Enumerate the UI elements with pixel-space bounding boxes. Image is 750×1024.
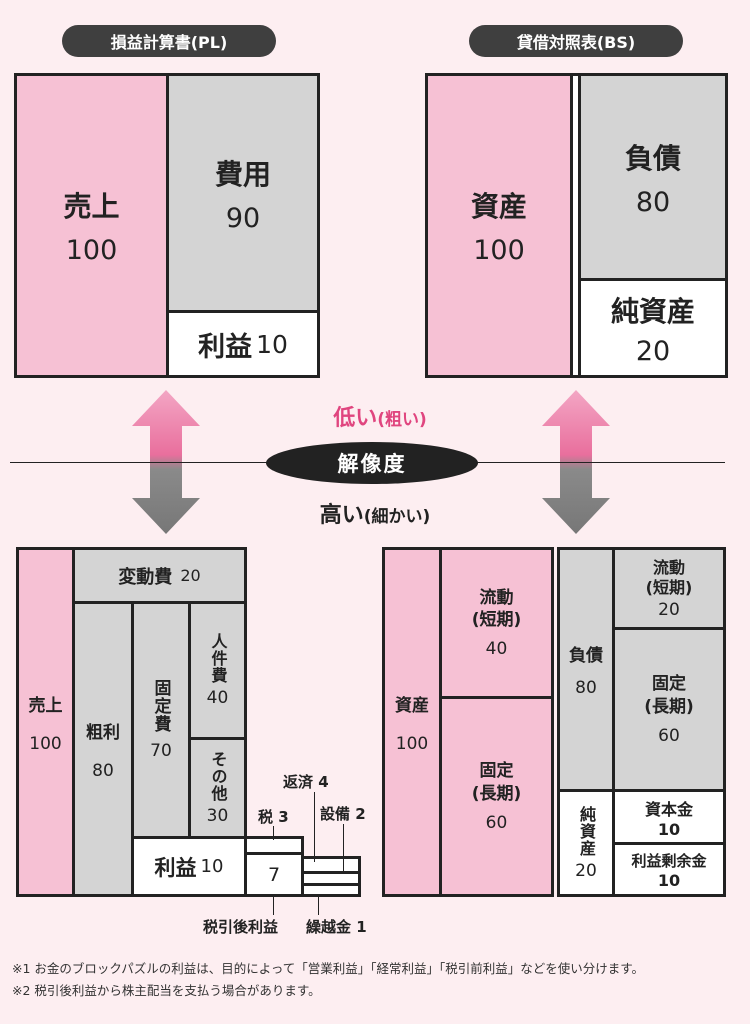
equipment-value: 2 [355,805,366,823]
top-pl-sales: 売上 100 [14,73,169,378]
bottom-bs-current-assets: 流動 (短期) 40 [439,547,554,699]
resolution-high-paren: (細かい) [363,507,431,527]
note-1: ※1 お金のブロックパズルの利益は、目的によって「営業利益」「経常利益」「税引前… [12,961,645,976]
resolution-low-paren: (粗い) [377,410,427,430]
equipment-annotation: 設備 2 [320,803,366,824]
fixed-assets-value: 60 [485,812,508,833]
bottom-pl-profit-label: 利益 [154,855,197,880]
current-liab-label: 流動 (短期) [645,557,693,597]
top-pl-profit: 利益 10 [166,310,320,378]
variable-cost-label: 変動費 [118,566,173,588]
bottom-pl-sales-value: 100 [29,733,62,754]
resolution-high-text: 高い [319,503,364,528]
other-value: 30 [206,805,229,826]
bottom-bs-fixed-liab: 固定 (長期) 60 [612,627,726,792]
gross-profit-label: 粗利 [86,722,120,743]
repayment-leader [314,792,315,862]
bottom-pl-personnel: 人件費 40 [188,601,247,740]
top-bs-liabilities: 負債 80 [578,73,728,281]
bottom-bs-assets: 資産 100 [382,547,442,897]
fixed-liab-label: 固定 (長期) [644,674,694,717]
tax-leader [273,826,274,840]
retained-label: 利益剰余金 [631,851,707,870]
top-bs-liabilities-label: 負債 [624,141,681,175]
bottom-pl-gross-profit: 粗利 80 [72,601,134,897]
repayment-value: 4 [318,773,329,791]
capital-label: 資本金 [644,799,693,819]
fixed-liab-value: 60 [658,725,680,746]
top-pl-sales-value: 100 [65,235,118,266]
bottom-bs-capital: 資本金 10 [612,789,726,845]
bottom-bs-retained: 利益剰余金 10 [612,842,726,897]
variable-cost-value: 20 [180,566,201,585]
top-bs-liabilities-value: 80 [635,186,671,218]
bottom-pl-sales-label: 売上 [28,695,63,716]
top-bs-assets-label: 資産 [470,190,527,223]
current-liab-value: 20 [658,599,680,620]
bottom-pl-fixed-cost: 固定費 70 [131,601,191,839]
carry-over-label: 繰越金 [306,918,352,936]
after-tax-leader [273,897,274,915]
bottom-bs-assets-label: 資産 [395,695,429,716]
top-bs-equity-label: 純資産 [610,294,695,328]
top-bs-assets: 資産 100 [425,73,573,378]
tax-annotation: 税 3 [258,806,289,827]
carry-over-value: 1 [356,918,367,936]
equipment-leader [343,824,344,874]
fixed-assets-label: 固定 (長期) [471,761,522,804]
top-bs-equity-value: 20 [635,335,671,367]
resolution-low-text: 低い [333,406,378,431]
gross-profit-value: 80 [92,760,114,781]
fixed-cost-label: 固定費 [150,679,171,733]
after-tax-annotation: 税引後利益 [203,918,279,936]
top-pl-profit-label: 利益 [198,331,253,363]
top-pl-profit-value: 10 [256,329,288,359]
bottom-bs-equity-value: 20 [575,860,597,881]
carry-over-annotation: 繰越金 1 [306,916,367,937]
tax-label: 税 [258,808,274,826]
bottom-bs-assets-value: 100 [395,733,429,754]
carry-block-3 [301,883,361,897]
after-tax-block: 7 [244,852,304,897]
bottom-bs-liabilities-label: 負債 [569,646,603,666]
repayment-label: 返済 [283,773,314,791]
pl-title: 損益計算書(PL) [62,25,276,57]
resolution-low: 低い(粗い) [300,400,460,432]
bottom-bs-liabilities-value: 80 [575,678,597,698]
equipment-label: 設備 [320,805,351,823]
top-pl-cost-label: 費用 [214,157,271,191]
note-2: ※2 税引後利益から株主配当を支払う場合があります。 [12,983,321,998]
bottom-bs-liabilities: 負債 80 [557,547,615,792]
top-pl-cost-value: 90 [225,202,261,234]
resolution-ellipse: 解像度 [266,442,478,484]
carry-over-leader [318,897,319,915]
resolution-high: 高い(細かい) [280,497,470,529]
top-pl-cost: 費用 90 [166,73,320,313]
bottom-pl-other: その他 30 [188,737,247,839]
bottom-bs-equity: 純資産 20 [557,789,615,897]
bottom-bs-current-liab: 流動 (短期) 20 [612,547,726,630]
repayment-annotation: 返済 4 [283,771,329,792]
bottom-bs-fixed-assets: 固定 (長期) 60 [439,696,554,897]
personnel-label: 人件費 [208,633,228,684]
after-tax-value: 7 [267,863,281,886]
fixed-cost-value: 70 [150,741,172,761]
bottom-bs-equity-label: 純資産 [577,805,596,857]
bottom-pl-profit: 利益 10 [131,836,247,897]
retained-value: 10 [657,870,681,890]
bottom-pl-profit-value: 10 [200,856,224,877]
bs-title: 貸借対照表(BS) [469,25,683,57]
capital-value: 10 [657,819,681,839]
personnel-value: 40 [206,688,229,708]
top-pl-sales-label: 売上 [63,190,120,223]
bottom-pl-sales: 売上 100 [16,547,75,897]
current-assets-label: 流動 (短期) [471,587,522,630]
top-bs-assets-value: 100 [473,235,525,266]
current-assets-value: 40 [485,639,508,660]
bottom-pl-variable-cost: 変動費 20 [72,547,247,604]
top-bs-equity: 純資産 20 [578,278,728,378]
other-label: その他 [208,750,228,802]
tax-value: 3 [278,808,289,826]
